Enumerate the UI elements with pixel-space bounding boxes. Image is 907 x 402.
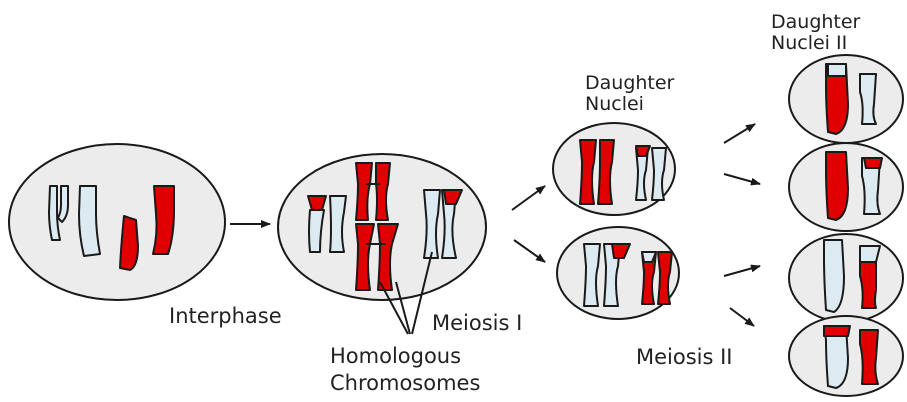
arrow-down-right-icon xyxy=(514,240,545,262)
chromosome-blue xyxy=(79,186,100,256)
chromatid-blue xyxy=(824,240,844,312)
chromatid-red xyxy=(826,152,848,220)
chromatid-blue xyxy=(828,64,846,76)
arrow-up-right-icon xyxy=(512,186,545,210)
daughter-nuclei2-label-line1: Daughter xyxy=(771,12,860,33)
interphase-cell xyxy=(9,144,225,300)
homologous-label-line1: Homologous xyxy=(330,344,461,368)
chromatid-red xyxy=(860,330,878,384)
arrow-down-right-icon xyxy=(730,308,754,326)
chromatid-blue xyxy=(860,246,880,262)
daughter2-cell-3 xyxy=(789,234,903,322)
daughter-nuclei2-label-line2: Nuclei II xyxy=(771,33,847,54)
chromatid-red xyxy=(864,158,882,168)
chromatid-blue xyxy=(860,74,876,124)
homologous-label-line2: Chromosomes xyxy=(330,371,480,395)
daughter-nuclei-label-line2: Nuclei xyxy=(585,94,644,115)
daughter-nuclei-label-line1: Daughter xyxy=(585,73,674,94)
arrow-up-right-icon xyxy=(724,124,755,143)
arrow-up-right-icon xyxy=(724,266,760,276)
chromosome-red xyxy=(153,186,174,254)
chromatid-red xyxy=(308,196,326,210)
chromatid-red xyxy=(860,262,876,308)
chromatid-red xyxy=(824,326,850,336)
meiosis1-label: Meiosis I xyxy=(432,311,522,335)
meiosis2-label: Meiosis II xyxy=(636,345,733,369)
arrow-right-icon xyxy=(724,174,760,184)
interphase-label: Interphase xyxy=(169,304,282,328)
chromosome-red xyxy=(120,216,138,270)
